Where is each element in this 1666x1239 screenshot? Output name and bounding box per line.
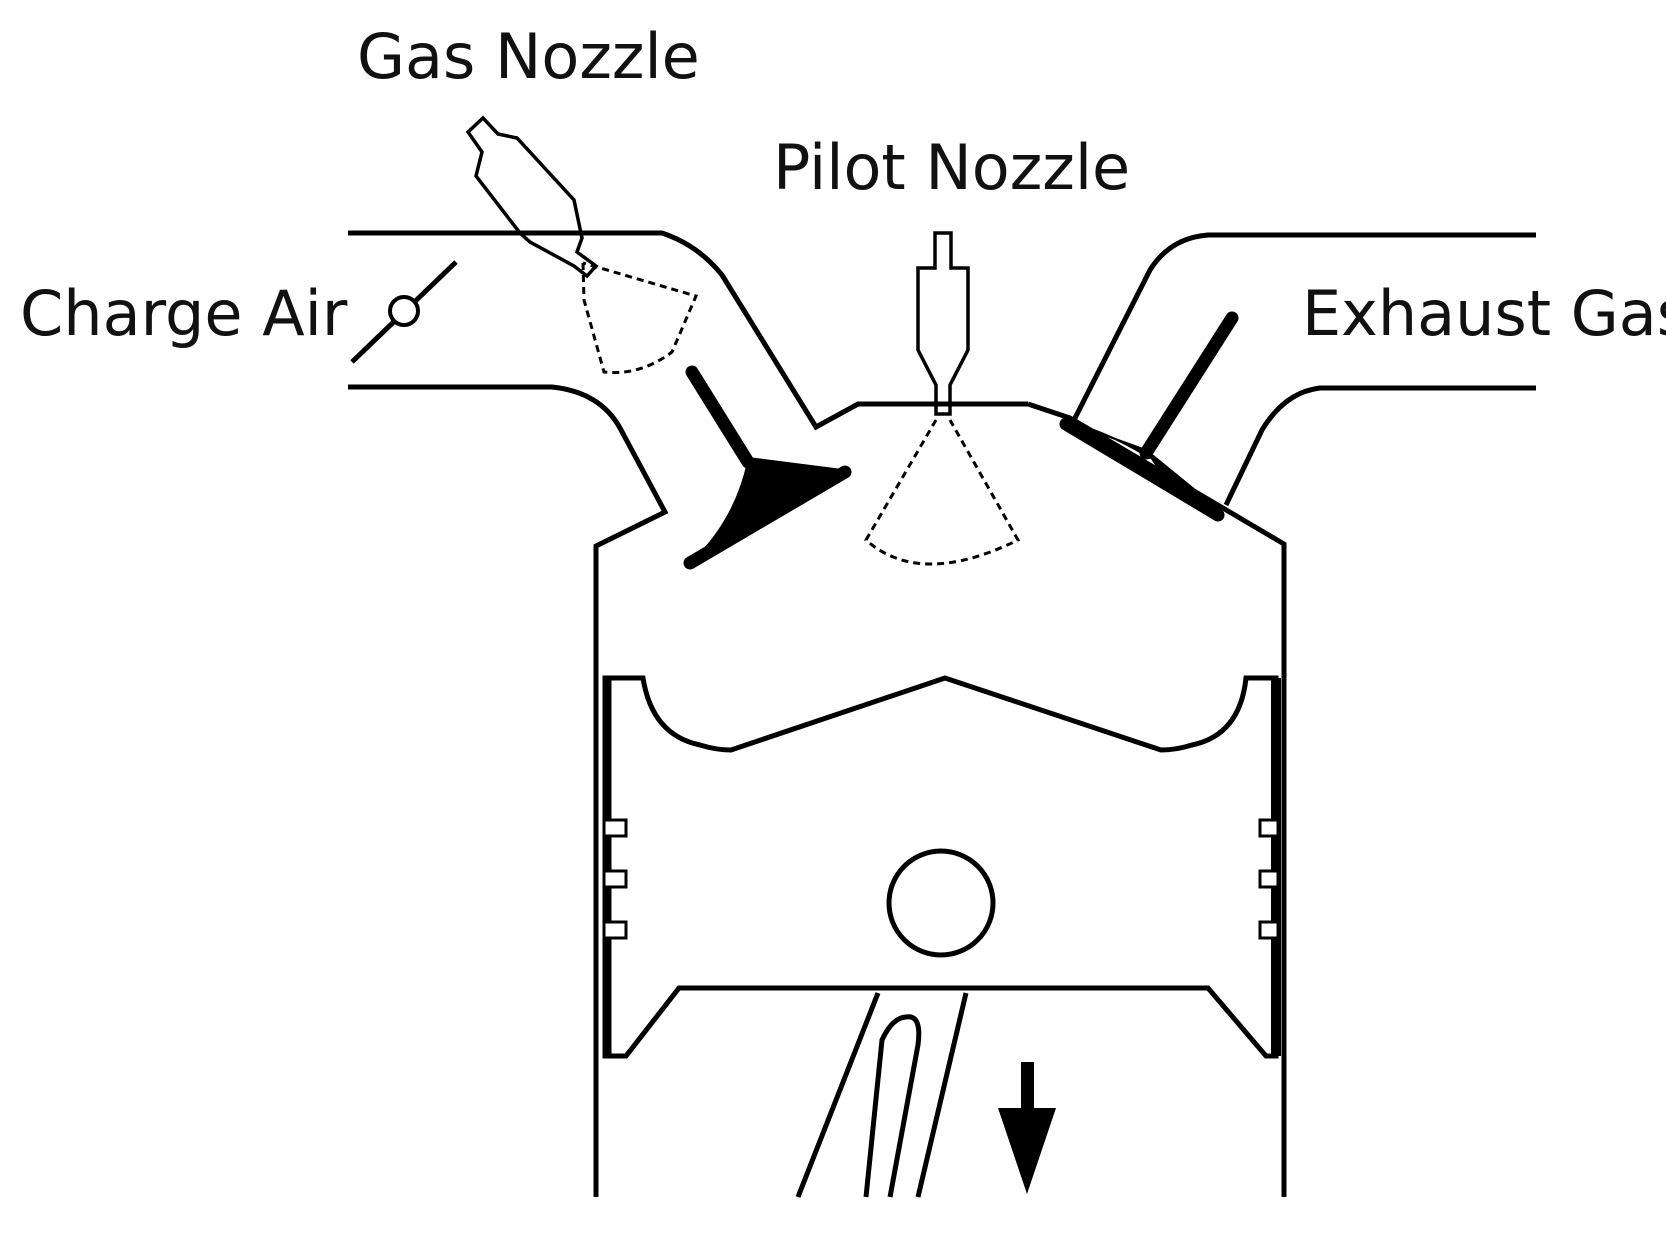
gas-nozzle-body [465, 115, 599, 279]
exhaust-gas-label: Exhaust Gas [1302, 277, 1666, 350]
charge-air-label: Charge Air [20, 277, 348, 350]
gas-nozzle-spray [581, 261, 699, 375]
exhaust-valve [1059, 311, 1239, 522]
gas-nozzle [465, 115, 699, 375]
exhaust-port-upper-wall [1069, 232, 1536, 426]
down-arrow-icon [998, 1062, 1056, 1194]
combustion-chamber-roof [1027, 401, 1287, 1197]
intake-valve [683, 365, 852, 570]
exhaust-port-lower-wall [1223, 385, 1536, 507]
pilot-nozzle-label: Pilot Nozzle [773, 131, 1130, 204]
wrist-pin [886, 848, 996, 958]
pilot-nozzle-body [916, 231, 970, 416]
gas-nozzle-label: Gas Nozzle [357, 20, 700, 93]
intake-port-upper-wall [348, 230, 1028, 431]
piston [602, 675, 1281, 1059]
throttle-flap [350, 260, 458, 364]
piston-outline [602, 675, 1279, 1059]
exhaust-port [1027, 232, 1536, 1197]
intake-port-lower-wall [348, 384, 669, 1197]
connecting-rod [795, 992, 969, 1198]
pilot-nozzle-spray [864, 419, 1021, 566]
intake-port [348, 230, 1028, 1197]
piston-rings-right [1258, 818, 1280, 940]
piston-rings-left [602, 818, 628, 940]
pilot-nozzle [864, 231, 1021, 566]
connecting-rod-slot [863, 1014, 922, 1198]
